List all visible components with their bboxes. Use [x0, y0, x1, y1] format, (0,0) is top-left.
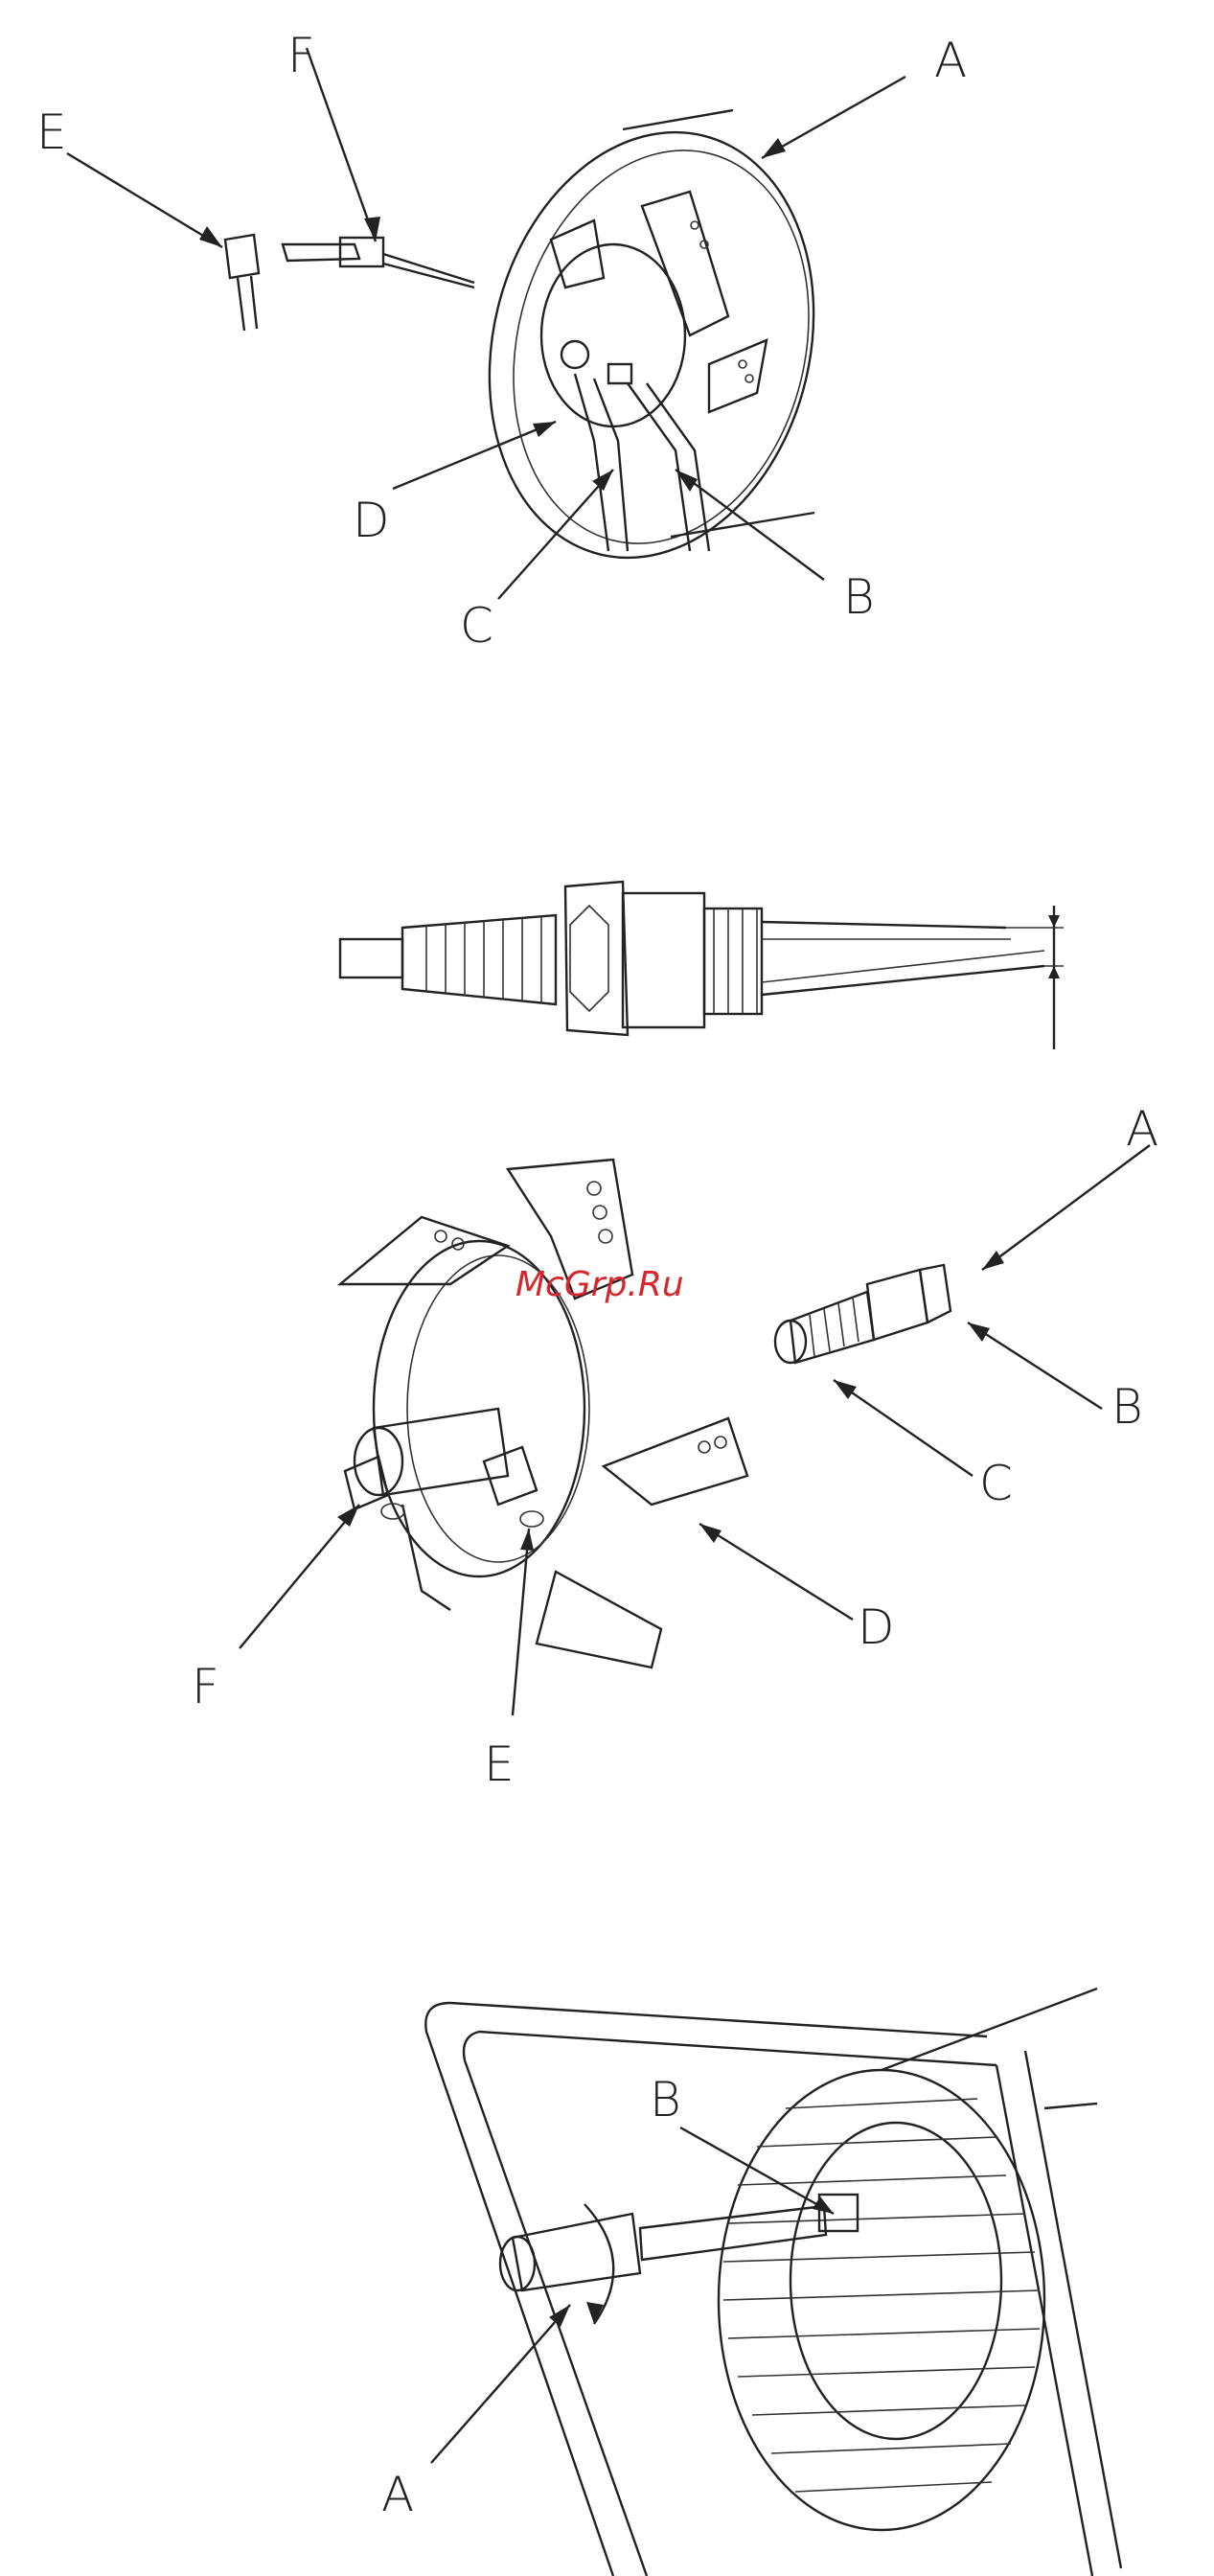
- label-f: F: [287, 28, 315, 83]
- label-c: C: [979, 1456, 1013, 1511]
- electrode-upper: [762, 922, 1006, 928]
- burner-disc-rim: [446, 98, 857, 592]
- ignitor-gap-diagram: [0, 843, 1214, 1073]
- ignitor-collar: [623, 893, 704, 1027]
- ignitor-ribbed-insulator: [402, 915, 556, 1004]
- ignitor-side-view-drawing: [0, 843, 1214, 1073]
- ignitor-thread: [704, 908, 762, 1014]
- ignitor-hex-body: [565, 882, 628, 1035]
- watermark-text: McGrp.Ru: [515, 1265, 684, 1304]
- burner-head-nozzle-drawing: A B C D E F: [0, 1092, 1214, 1802]
- label-e: E: [484, 1736, 515, 1792]
- label-b: B: [843, 569, 875, 625]
- vane-upper: [642, 192, 728, 335]
- burner-head-assembly-drawing: A B C D E F: [0, 0, 1214, 671]
- label-d: D: [858, 1599, 895, 1655]
- label-c: C: [460, 598, 493, 654]
- vane-bottom: [537, 1572, 661, 1668]
- electrode-lower: [762, 966, 1044, 995]
- vane-right: [709, 340, 767, 412]
- burner-head-assembly-diagram: A B C D E F: [0, 0, 1214, 671]
- grille-slats: [723, 2099, 1040, 2492]
- electrode-fitting: [608, 364, 631, 383]
- electrode-lead-b: [628, 383, 690, 551]
- vane-left-top: [340, 1217, 508, 1284]
- vane-right-d: [604, 1418, 747, 1505]
- label-d: D: [353, 493, 390, 548]
- label-b: B: [650, 2072, 681, 2128]
- nozzle-hex-b: [867, 1270, 928, 1340]
- burner-head-nozzle-diagram: A B C D E F: [0, 1092, 1214, 1802]
- nozzle-cap-a: [920, 1265, 951, 1322]
- ignitor-cap-e: [225, 235, 259, 278]
- ignitor-hex-nut: [340, 238, 383, 266]
- fitting-e: [484, 1447, 537, 1505]
- burner-opening: [790, 2123, 1001, 2439]
- label-f: F: [192, 1659, 219, 1714]
- fan-grille: [719, 2070, 1044, 2530]
- label-a: A: [1126, 1101, 1158, 1157]
- nozzle-removal-diagram: B A: [0, 1898, 1214, 2576]
- nozzle-fitting: [561, 341, 588, 368]
- label-b: B: [1111, 1379, 1143, 1435]
- ignitor-plug: [283, 244, 359, 261]
- fitting-tube: [374, 1409, 508, 1495]
- socket-extension: [640, 2206, 826, 2260]
- ignitor-tip: [340, 939, 402, 978]
- burner-hub: [541, 244, 685, 426]
- label-e: E: [36, 104, 67, 160]
- label-a: A: [381, 2467, 414, 2522]
- heater-frame-inner: [464, 2032, 647, 2576]
- label-a: A: [934, 33, 967, 88]
- nozzle-removal-drawing: B A: [0, 1898, 1214, 2576]
